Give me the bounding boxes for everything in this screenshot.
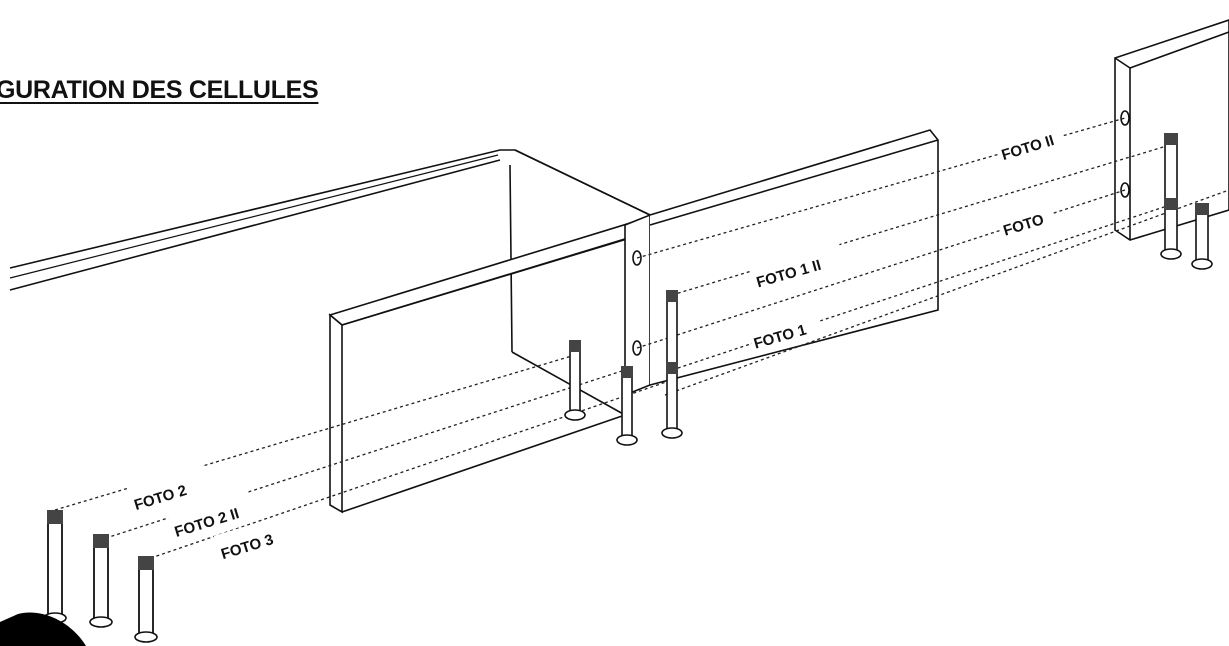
- page-title: GURATION DES CELLULES: [0, 76, 319, 104]
- post-center-b: [616, 366, 638, 446]
- far-right-pillar: [1114, 19, 1229, 241]
- photocell-posts: [43, 133, 1213, 643]
- front-wall-panel: [328, 219, 651, 514]
- enclosure-back: [509, 149, 651, 416]
- post-right-b: [1191, 203, 1213, 270]
- middle-pillar: [624, 213, 651, 397]
- post-center-c: [661, 290, 683, 439]
- post-center-a: [564, 340, 586, 421]
- post-foto-2: [43, 510, 67, 624]
- sensor-foto-ii-icon: [1120, 110, 1130, 126]
- post-right-a: [1160, 133, 1182, 260]
- partial-glyph-shape: [0, 612, 86, 646]
- post-foto-2-ii: [89, 534, 113, 628]
- beam-labels: FOTO II FOTO FOTO 1 II FOTO 1 FOTO 2 FOT…: [126, 118, 1063, 563]
- left-long-wall: [9, 149, 651, 291]
- post-foto-3: [134, 556, 158, 643]
